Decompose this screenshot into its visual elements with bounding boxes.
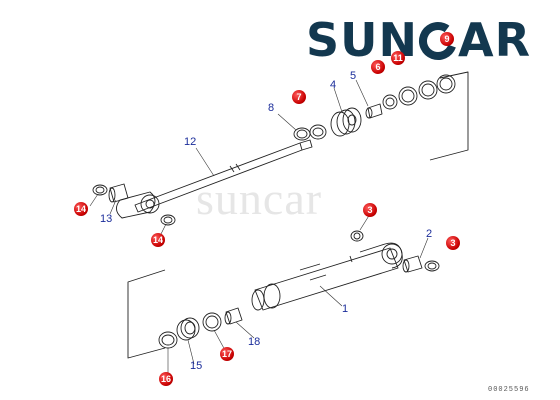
gland-15 (176, 317, 200, 341)
ring-6 (382, 94, 398, 110)
label-8: 8 (268, 102, 275, 114)
label-3b: 3 (446, 236, 460, 250)
label-14b: 14 (151, 233, 165, 247)
label-4: 4 (330, 79, 337, 91)
label-3a: 3 (363, 203, 377, 217)
ring-9a (418, 80, 438, 100)
collar-5 (365, 103, 383, 119)
cylinder-tube (251, 242, 403, 311)
ring-14a (92, 184, 108, 196)
label-14a: 14 (74, 202, 88, 216)
document-number: 00025596 (488, 386, 530, 394)
label-16: 16 (159, 372, 173, 386)
ring-14b (160, 214, 176, 226)
piston-rod (116, 139, 313, 219)
label-6: 6 (371, 60, 385, 74)
label-1: 1 (342, 303, 349, 315)
bushing-2 (402, 255, 423, 273)
label-2: 2 (426, 228, 433, 240)
ring-3a (350, 230, 364, 242)
label-9: 9 (440, 32, 454, 46)
ring-3b (424, 260, 440, 272)
ring-11 (398, 86, 418, 106)
bushing-13 (108, 183, 129, 203)
logo-gear-c-icon (418, 22, 457, 60)
label-13: 13 (100, 213, 113, 225)
ring-7 (309, 124, 327, 140)
label-17: 17 (220, 347, 234, 361)
bushing-18 (224, 307, 243, 325)
label-15: 15 (190, 360, 203, 372)
ring-17 (202, 312, 222, 332)
leader-lines (89, 79, 429, 376)
label-18: 18 (248, 336, 261, 348)
ring-9b (436, 74, 456, 94)
label-12: 12 (184, 136, 197, 148)
label-11: 11 (391, 51, 405, 65)
frame-line-lower (127, 269, 166, 359)
watermark: suncar (196, 173, 323, 224)
label-5: 5 (350, 70, 357, 82)
logo-text-after: AR (457, 13, 532, 67)
label-7: 7 (292, 90, 306, 104)
frame-line-upper (429, 71, 469, 161)
piston-4 (330, 107, 362, 137)
